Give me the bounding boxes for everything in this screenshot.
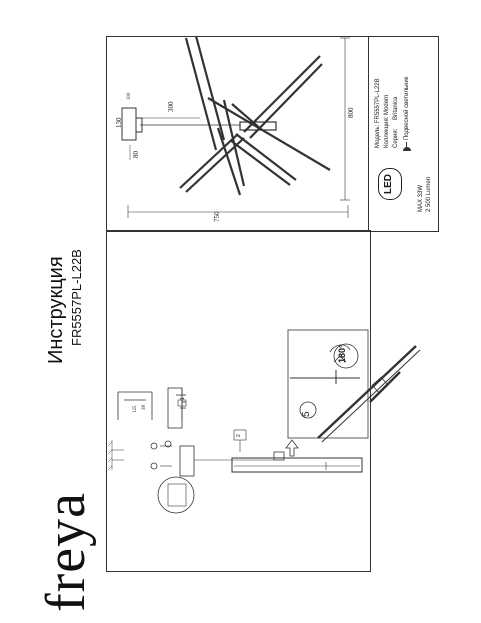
led-badge: LED [378,168,402,200]
canopy-base [135,117,143,133]
arrow-up-icon [285,439,299,457]
screw-icon [150,462,158,470]
drawing-panel [106,36,439,232]
ceiling-mount-detail [117,387,186,429]
lamp-bar [317,345,417,439]
terminal-block-detail [157,476,195,514]
ceiling-canopy [121,107,137,141]
step-five-panel [287,329,369,439]
rotate-arrow-icon [329,344,351,353]
mounting-bracket [179,445,195,477]
ceiling-hatch [107,440,124,471]
spec-divider [368,36,369,230]
lamp-hub [239,121,277,131]
pendant-lamp-icon [402,142,412,154]
step-five-badge [299,401,317,419]
screw-icon [150,442,158,450]
connector-part [233,429,247,441]
rotate-180-badge [333,343,359,369]
screw-icon [164,440,172,448]
lamp-top-view [179,35,331,196]
lamp-bar-side-view [231,457,363,473]
